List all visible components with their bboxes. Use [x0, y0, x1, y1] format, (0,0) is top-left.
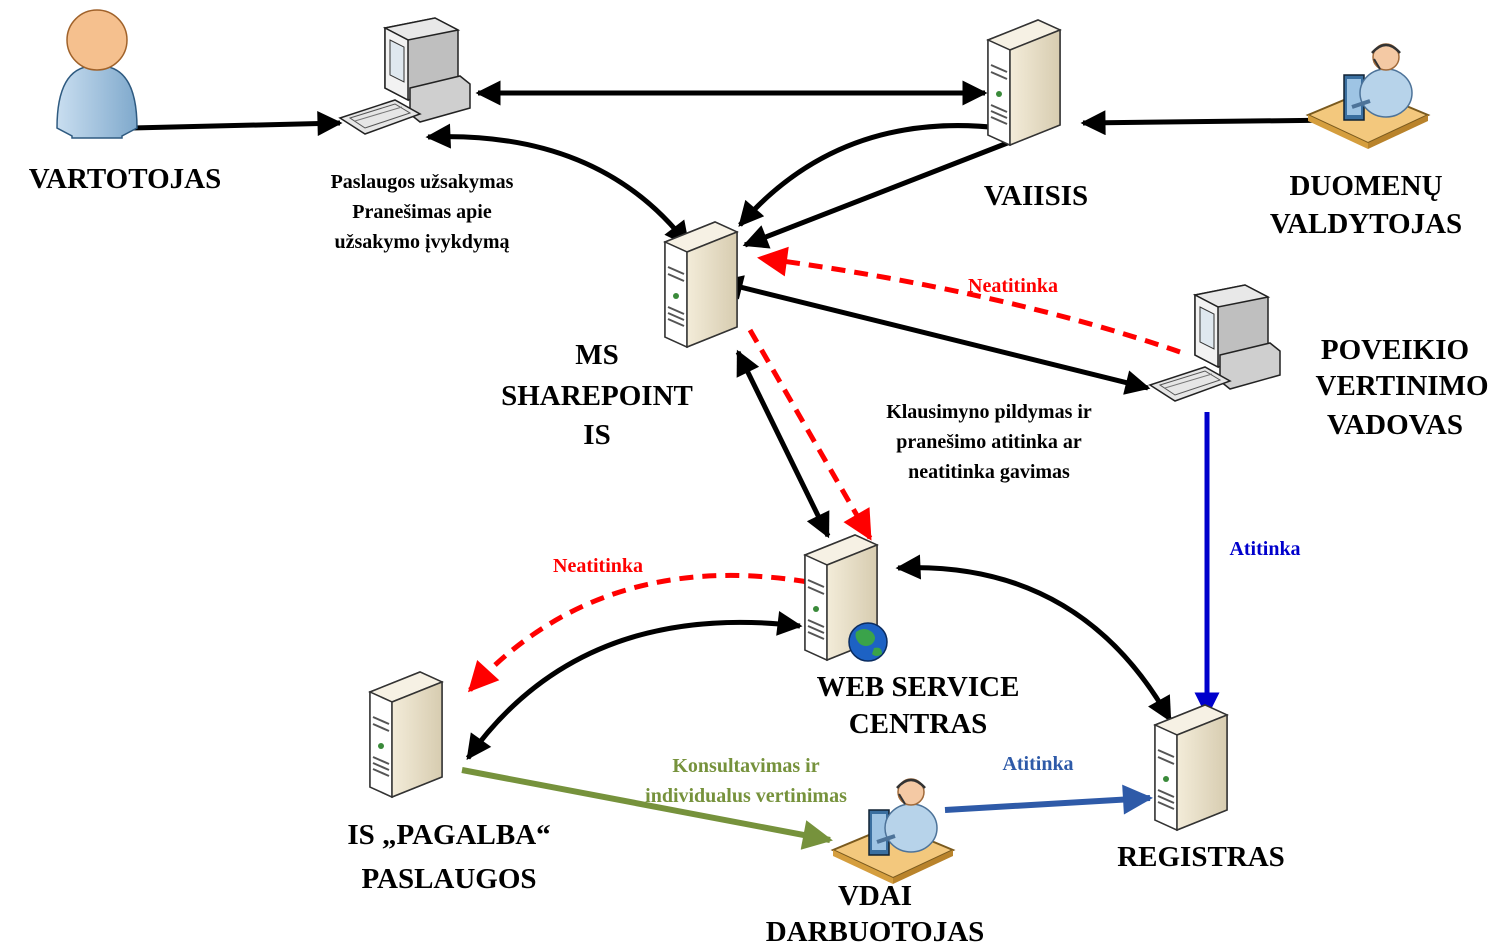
- edge-konsultavimas-1: Konsultavimas ir: [672, 755, 819, 777]
- computer-icon: [1149, 284, 1281, 402]
- label-vaiisis: VAIISIS: [984, 180, 1088, 212]
- label-poveikio-1: POVEIKIO: [1321, 334, 1469, 366]
- globe-icon: [848, 622, 888, 662]
- node-labels: VARTOTOJAS VAIISIS DUOMENŲ VALDYTOJAS MS…: [29, 163, 1489, 948]
- edge-atitinka-bottom: Atitinka: [1002, 753, 1073, 775]
- label-webservice-2: CENTRAS: [849, 708, 988, 740]
- computer-icon: [339, 17, 471, 135]
- edge-paslaugos-1: Paslaugos užsakymas: [331, 171, 514, 193]
- label-duomenu-1: DUOMENŲ: [1289, 170, 1442, 202]
- label-pagalba-1: IS „PAGALBA“: [347, 819, 550, 851]
- edge-paslaugos-2: Pranešimas apie: [352, 201, 492, 223]
- arrow-neatitinka-left: [467, 572, 809, 693]
- server-icon: [664, 221, 738, 348]
- label-vdai-2: DARBUOTOJAS: [766, 916, 985, 948]
- arrow-neatitinka-mid: [747, 328, 873, 541]
- person-icon: [56, 9, 138, 139]
- arrow-vaiisis-to-sharepoint-1: [738, 123, 1001, 227]
- edge-konsultavimas-2: individualus vertinimas: [645, 785, 847, 807]
- arrow-webservice-registras: [895, 554, 1173, 723]
- label-webservice-1: WEB SERVICE: [817, 671, 1020, 703]
- edge-atitinka-right: Atitinka: [1229, 538, 1300, 560]
- edge-labels: Paslaugos užsakymas Pranešimas apie užsa…: [331, 171, 1301, 807]
- edge-neatitinka-left: Neatitinka: [553, 555, 643, 577]
- label-sharepoint-2: SHAREPOINT: [501, 380, 693, 412]
- label-sharepoint-1: MS: [575, 339, 619, 371]
- edge-neatitinka-top: Neatitinka: [968, 275, 1058, 297]
- label-poveikio-3: VADOVAS: [1327, 409, 1463, 441]
- arrow-atitinka-bottom: [944, 784, 1153, 815]
- edge-klausimyno-2: pranešimo atitinka ar: [896, 431, 1082, 453]
- server-icon: [369, 671, 443, 798]
- arrow-sharepoint-webservice: [735, 349, 831, 539]
- arrow-neatitinka-top: [757, 246, 1181, 355]
- arrow-vaiisis-to-sharepoint-2: [742, 139, 1011, 249]
- edge-klausimyno-1: Klausimyno pildymas ir: [886, 401, 1092, 423]
- arrow-konsultavimas: [461, 767, 833, 850]
- edge-paslaugos-3: užsakymo įvykdymą: [334, 231, 509, 253]
- operator-icon: [831, 777, 955, 886]
- label-duomenu-2: VALDYTOJAS: [1270, 208, 1462, 240]
- server-icon: [987, 19, 1061, 146]
- label-poveikio-2: VERTINIMO: [1316, 370, 1489, 402]
- label-sharepoint-3: IS: [583, 419, 610, 451]
- label-registras: REGISTRAS: [1117, 841, 1285, 873]
- arrow-webservice-pagalba: [465, 610, 803, 761]
- connectors: [131, 80, 1341, 850]
- arrow-sharepoint-poveikio: [717, 275, 1151, 395]
- label-vartotojas: VARTOTOJAS: [29, 163, 221, 195]
- arrow-data-to-vaiisis: [1080, 110, 1341, 136]
- arrow-order-sharepoint: [425, 123, 690, 247]
- server-icon: [1154, 704, 1228, 831]
- label-vdai-1: VDAI: [838, 880, 912, 912]
- arrow-user-to-order: [131, 111, 343, 137]
- operator-icon: [1306, 42, 1430, 151]
- edge-klausimyno-3: neatitinka gavimas: [908, 461, 1070, 483]
- label-pagalba-2: PASLAUGOS: [361, 863, 536, 895]
